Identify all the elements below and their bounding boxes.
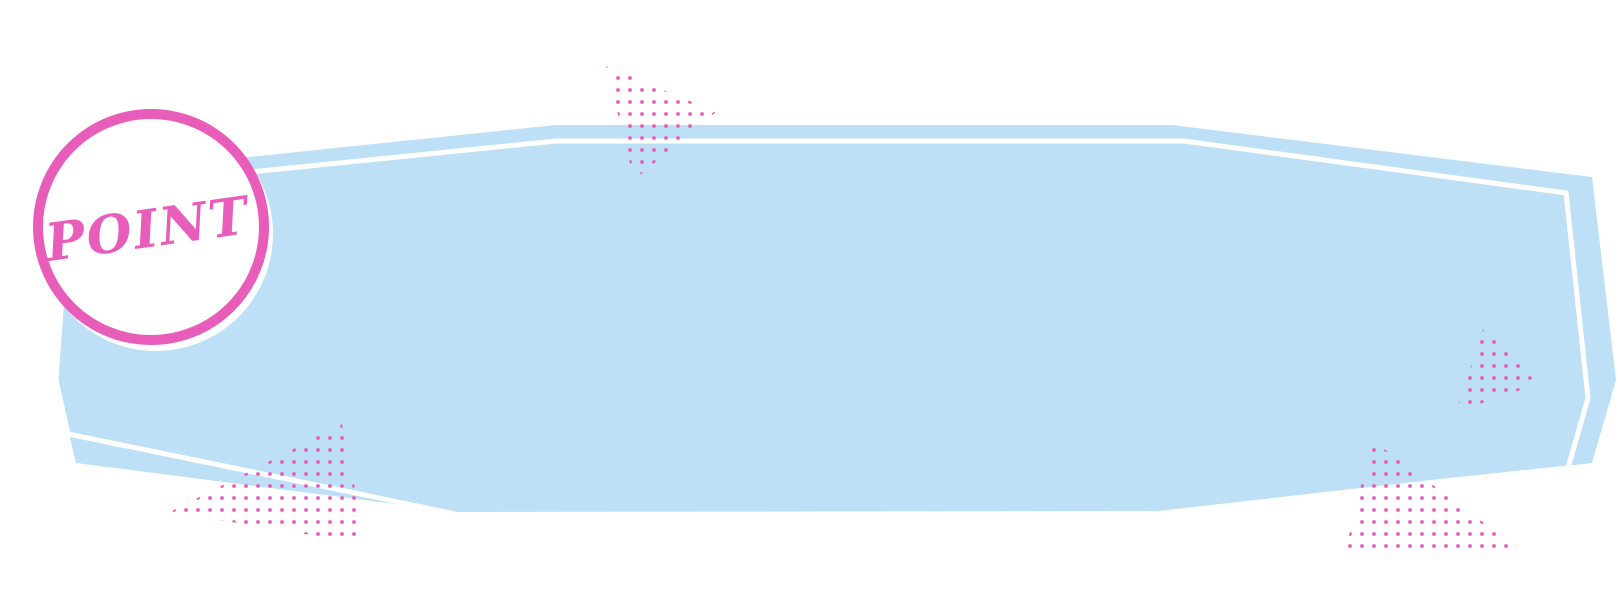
halftone-triangle-bottom-left-icon	[170, 424, 366, 544]
halftone-triangle-top-icon	[606, 66, 716, 180]
inner-panel	[62, 145, 1583, 512]
halftone-triangle-right-icon	[1456, 327, 1538, 412]
point-badge: POINT	[33, 109, 273, 351]
badge-ring	[33, 109, 269, 345]
halftone-triangle-bottom-right-icon	[1344, 440, 1518, 556]
